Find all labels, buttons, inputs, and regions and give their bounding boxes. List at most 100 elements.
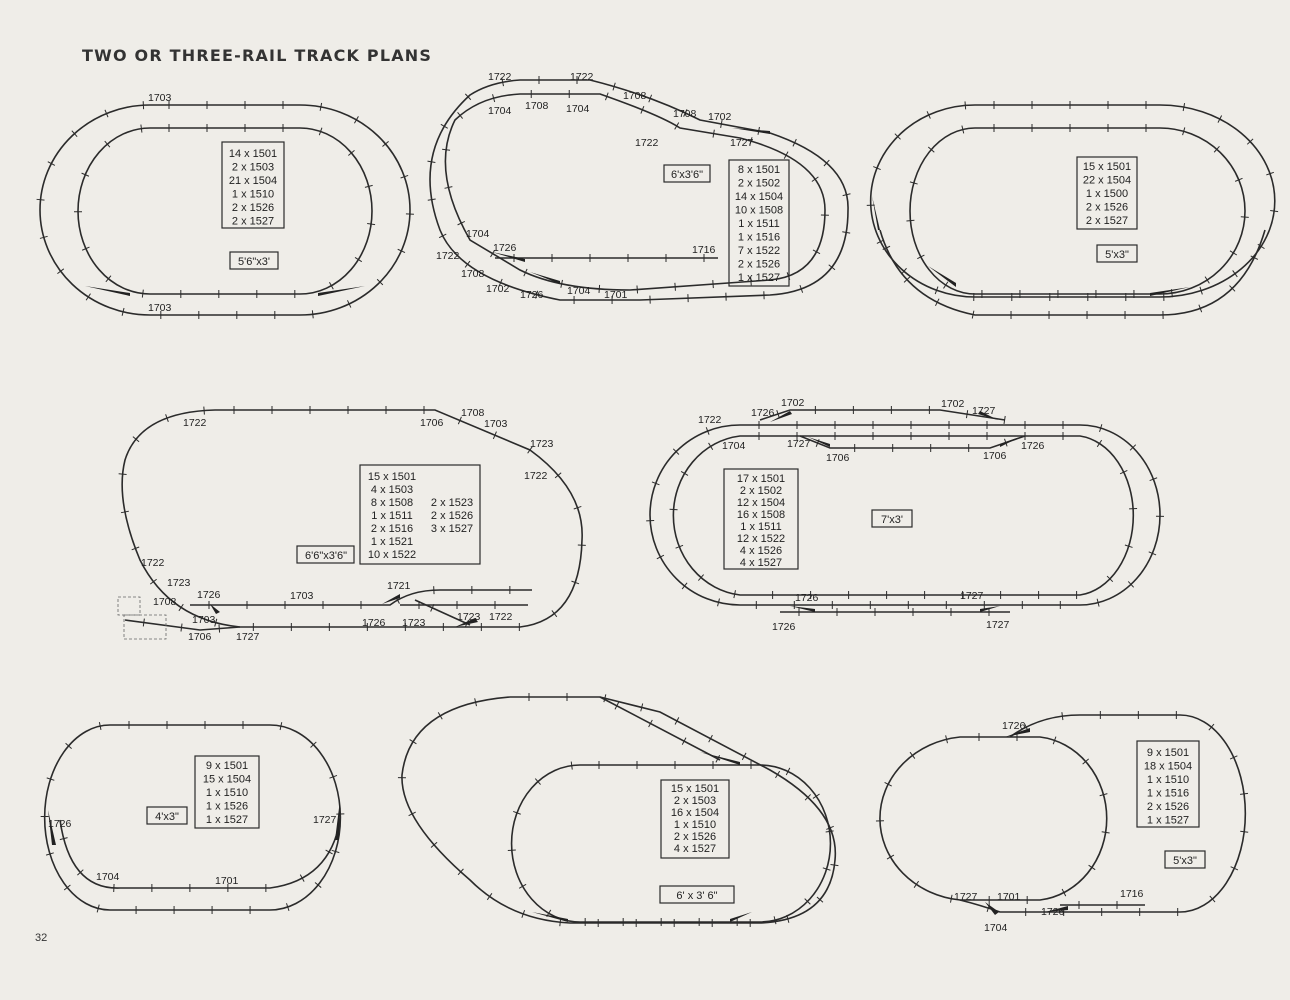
track-joint-tick — [945, 735, 948, 744]
track-joint-tick — [464, 260, 471, 268]
track-joint-tick — [804, 898, 811, 905]
plan1-label: 1703 — [148, 302, 172, 314]
track-joint-tick — [329, 281, 334, 290]
plan7-crossover — [599, 696, 721, 761]
plan2-label: 1708 — [673, 108, 697, 120]
track-joint-tick — [1148, 551, 1157, 556]
track-joint-tick — [1229, 285, 1236, 292]
track-joint-tick — [636, 285, 639, 294]
track-joint-tick — [909, 751, 916, 759]
track-joint-tick — [961, 125, 965, 134]
track-joint-tick — [825, 830, 834, 833]
track-joint-tick — [934, 286, 939, 295]
plan2-label: 1727 — [730, 137, 754, 149]
track-joint-tick — [1230, 866, 1239, 871]
track-joint-tick — [81, 246, 90, 251]
track-joint-tick — [382, 141, 389, 147]
track-joint-tick — [1209, 895, 1216, 903]
track-joint-tick — [329, 774, 338, 779]
part-entry: 21 x 1504 — [229, 175, 277, 187]
plan5-label: 1727 — [787, 438, 811, 450]
plan2-inner-loop — [444, 93, 826, 291]
plan5-outer-loop — [649, 424, 1161, 606]
plan8-label: 1716 — [1120, 888, 1144, 900]
plan4-label: 1708 — [153, 596, 177, 608]
part-entry: 1 x 1527 — [206, 814, 248, 826]
track-joint-tick — [310, 741, 317, 748]
track-joint-tick — [648, 94, 653, 103]
part-entry: 4 x 1527 — [740, 557, 782, 569]
plan8-parts-box — [1136, 740, 1200, 828]
track-joint-tick — [828, 264, 836, 271]
plan2-label: 1716 — [692, 244, 716, 256]
plan2-label: 1704 — [567, 285, 591, 297]
track-joint-tick — [180, 623, 183, 632]
plan4-passing-loop — [190, 589, 532, 606]
plan4-label: 1722 — [489, 611, 513, 623]
plan1-size-box — [229, 251, 279, 270]
track-joint-tick — [750, 277, 752, 286]
track-joint-tick — [1088, 864, 1096, 871]
track-joint-tick — [1204, 276, 1210, 284]
plan4-label: 1722 — [141, 557, 165, 569]
track-joint-tick — [603, 694, 607, 703]
part-entry: 3 x 1527 — [431, 523, 473, 535]
plan6-inner-loop — [59, 819, 341, 889]
page-number: 32 — [35, 932, 48, 944]
part-entry: 12 x 1522 — [737, 533, 785, 545]
track-joint-tick — [457, 221, 466, 226]
track-joint-tick — [656, 554, 665, 560]
track-joint-tick — [59, 837, 68, 841]
plan5-size: 7'x3' — [881, 514, 903, 526]
track-joint-tick — [474, 698, 477, 707]
track-joint-tick — [314, 882, 322, 888]
plan5-label: 1727 — [972, 405, 996, 417]
plan4-dashed-box — [123, 614, 167, 640]
plan2-label: 1704 — [488, 105, 512, 117]
track-joint-tick — [77, 869, 84, 876]
plan-5: 1722 1726 1702 1702 1727 1704 1727 1706 … — [646, 397, 1164, 633]
track-joint-tick — [651, 481, 660, 486]
plan7-outer-loop — [401, 696, 837, 924]
track-joint-tick — [527, 446, 533, 454]
plan2-label: 1722 — [488, 71, 512, 83]
track-joint-tick — [560, 279, 563, 288]
track-joint-tick — [397, 248, 406, 253]
track-joint-tick — [749, 137, 753, 146]
track-joint-tick — [149, 578, 157, 585]
track-joint-tick — [1246, 138, 1254, 145]
track-joint-tick — [427, 160, 436, 163]
plan8-size-box — [1164, 850, 1206, 869]
track-joint-tick — [906, 219, 915, 222]
plan7-parts-box — [660, 779, 730, 859]
part-entry: 10 x 1508 — [735, 205, 783, 217]
track-joint-tick — [178, 603, 184, 612]
track-joint-tick — [614, 702, 620, 710]
plan1-turnout-right — [318, 286, 365, 296]
part-entry: 2 x 1526 — [431, 510, 473, 522]
track-joint-tick — [376, 278, 384, 286]
part-entry: 2 x 1516 — [371, 523, 413, 535]
track-joint-tick — [830, 864, 839, 867]
track-joint-tick — [36, 198, 45, 201]
part-entry: 16 x 1504 — [671, 807, 719, 819]
plan8-inner-loop — [879, 736, 1108, 901]
track-joint-tick — [823, 159, 830, 167]
track-joint-tick — [286, 903, 290, 911]
track-joint-tick — [1096, 439, 1103, 448]
track-joint-tick — [672, 448, 680, 455]
track-joint-tick — [142, 618, 145, 627]
track-joint-tick — [523, 268, 528, 277]
track-joint-tick — [325, 849, 333, 855]
track-joint-tick — [98, 722, 102, 731]
track-joint-tick — [501, 78, 504, 87]
plan1-label: 1703 — [148, 92, 172, 104]
part-entry: 1 x 1527 — [738, 272, 780, 284]
track-joint-tick — [717, 598, 720, 607]
track-joint-tick — [640, 703, 644, 712]
track-joint-tick — [1240, 830, 1249, 833]
plan4-main-loop — [121, 409, 583, 628]
plan4-label: 1721 — [387, 580, 411, 592]
track-joint-tick — [681, 737, 687, 745]
